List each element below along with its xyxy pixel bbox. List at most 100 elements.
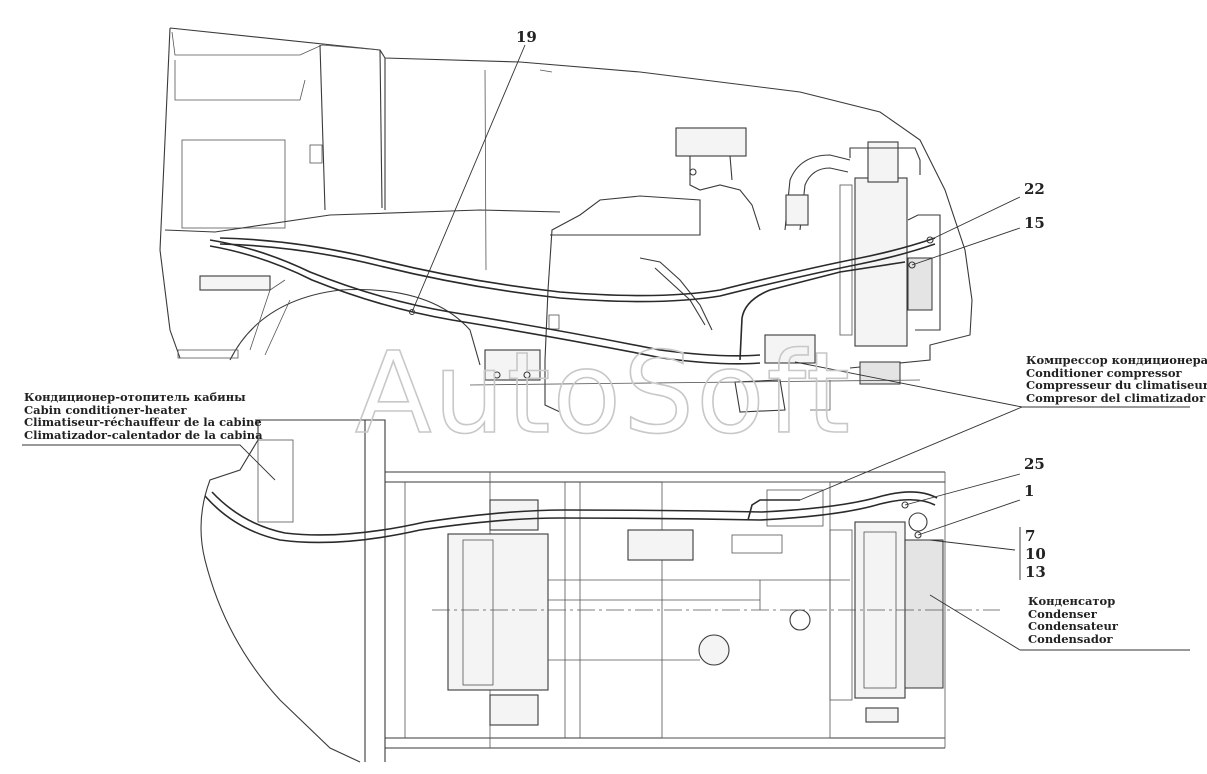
hose-clamp-1 — [914, 531, 922, 539]
bumper-bracket — [865, 707, 899, 723]
callout-22: 22 — [1024, 180, 1045, 198]
wheel-arch-inner — [249, 279, 291, 356]
compressor-label-es: Compresor del climatizador — [1026, 390, 1206, 405]
cabin-outline — [159, 27, 973, 369]
callout-numbers: 19 22 15 25 1 7 10 13 — [516, 28, 1046, 581]
condenser-label: Конденсатор Condenser Condensateur Conde… — [1028, 595, 1118, 645]
frame-side — [469, 379, 921, 411]
water-pump-top — [789, 609, 811, 631]
cabin-heater-label-fr: Climatiseur-réchauffeur de la cabine — [24, 415, 262, 430]
hose-clamp-22 — [926, 236, 934, 244]
mount-bolt — [493, 371, 501, 379]
frame-rail-bottom — [385, 737, 945, 749]
turbo-pipe — [784, 154, 851, 231]
filter-bolt — [689, 168, 697, 176]
expansion-tank — [867, 141, 899, 183]
air-filter-stem — [689, 155, 761, 231]
cab-rear-wall — [255, 419, 386, 762]
callout-25: 25 — [1024, 455, 1045, 473]
condenser-label-en: Condenser — [1028, 606, 1097, 621]
hose-bracket — [548, 314, 560, 330]
frame-rail-top — [385, 471, 945, 483]
cabin-roof-inner — [174, 60, 306, 101]
ac-hose-top-a — [204, 495, 936, 544]
leader-cabin-heater — [22, 444, 276, 481]
radiator-stand — [907, 214, 941, 331]
cabin-hinge — [309, 144, 323, 164]
callout-19: 19 — [516, 28, 537, 46]
ac-hose-side-a — [209, 239, 761, 357]
hose-clamp-25 — [901, 501, 909, 509]
callout-7: 7 — [1025, 527, 1035, 545]
ac-hose-top-b — [211, 491, 938, 536]
ac-hose-upper-b — [219, 243, 936, 303]
ac-hose-side-b — [209, 245, 761, 365]
leader-25 — [904, 473, 1021, 506]
intake-manifold-top — [627, 529, 694, 561]
engine-plan-lines — [548, 579, 850, 661]
callout-1: 1 — [1024, 482, 1034, 500]
compressor-clutch — [859, 361, 901, 385]
front-mount-top — [489, 499, 539, 531]
radiator-core — [854, 177, 908, 347]
leader-condenser — [929, 594, 1190, 651]
watermark: AutoSoft — [355, 329, 852, 459]
top-view — [200, 419, 1000, 763]
leader-22 — [929, 196, 1021, 241]
tank-pipe — [849, 147, 921, 175]
hood-divider — [484, 69, 553, 271]
hose-clamp-15 — [908, 261, 916, 269]
hose-clamp-19 — [408, 308, 416, 316]
cab-bottom-strip — [177, 349, 239, 359]
injector-rail — [731, 534, 783, 554]
engine-plan-inner — [462, 539, 494, 686]
cabin-window — [181, 139, 286, 229]
cabin-floor — [164, 209, 561, 233]
ac-hose-upper-a — [219, 237, 936, 297]
condenser-label-fr: Condensateur — [1028, 619, 1118, 634]
alternator — [734, 379, 786, 413]
callout-10: 10 — [1025, 545, 1046, 563]
leader-7-10-13 — [929, 527, 1021, 580]
leader-1 — [917, 499, 1021, 536]
callout-15: 15 — [1024, 214, 1045, 232]
cab-floor-plate — [257, 439, 294, 523]
cab-step — [199, 275, 271, 291]
leaders — [22, 44, 1190, 651]
turbo-body — [785, 194, 809, 226]
engine-plan — [447, 533, 549, 691]
cabin-heater-label-es: Climatizador-calentador de la cabina — [24, 427, 263, 442]
cabin-heater-label-ru: Кондиционер-отопитель кабины — [24, 390, 246, 404]
cabin-heater-label-en: Cabin conditioner-heater — [24, 402, 187, 417]
condenser-label-es: Condensador — [1028, 631, 1113, 646]
cabin-door-line — [319, 44, 386, 211]
callout-13: 13 — [1025, 563, 1046, 581]
ac-hose-top-c — [747, 499, 800, 521]
dryer-top — [908, 512, 928, 532]
receiver-dryer — [907, 257, 933, 311]
compressor-body — [764, 334, 816, 364]
mount-bolt-2 — [523, 371, 531, 379]
leader-compressor — [794, 361, 1190, 501]
cabin-top-panel — [171, 31, 381, 56]
air-filter-box — [675, 127, 747, 157]
condenser-plan — [904, 539, 944, 689]
compressor-label-fr: Compresseur du climatiseur — [1026, 378, 1207, 393]
compressor-label-ru: Компрессор кондиционера — [1026, 353, 1207, 367]
leader-19 — [411, 44, 526, 313]
oil-filter-top — [698, 634, 730, 666]
condenser-label-ru: Конденсатор — [1028, 594, 1116, 608]
compressor-label-en: Conditioner compressor — [1026, 365, 1182, 380]
leader-15 — [911, 227, 1021, 266]
ac-hose-return — [739, 261, 906, 361]
cab-plan-outline — [200, 420, 361, 763]
compressor-plan — [766, 489, 824, 527]
side-view — [159, 27, 973, 413]
compressor-label: Компрессор кондиционера Conditioner comp… — [1026, 354, 1207, 404]
rear-mount-bottom — [489, 694, 539, 726]
fan-plan — [829, 529, 853, 701]
cabin-heater-label: Кондиционер-отопитель кабины Cabin condi… — [24, 391, 263, 441]
engine-block — [544, 195, 701, 413]
